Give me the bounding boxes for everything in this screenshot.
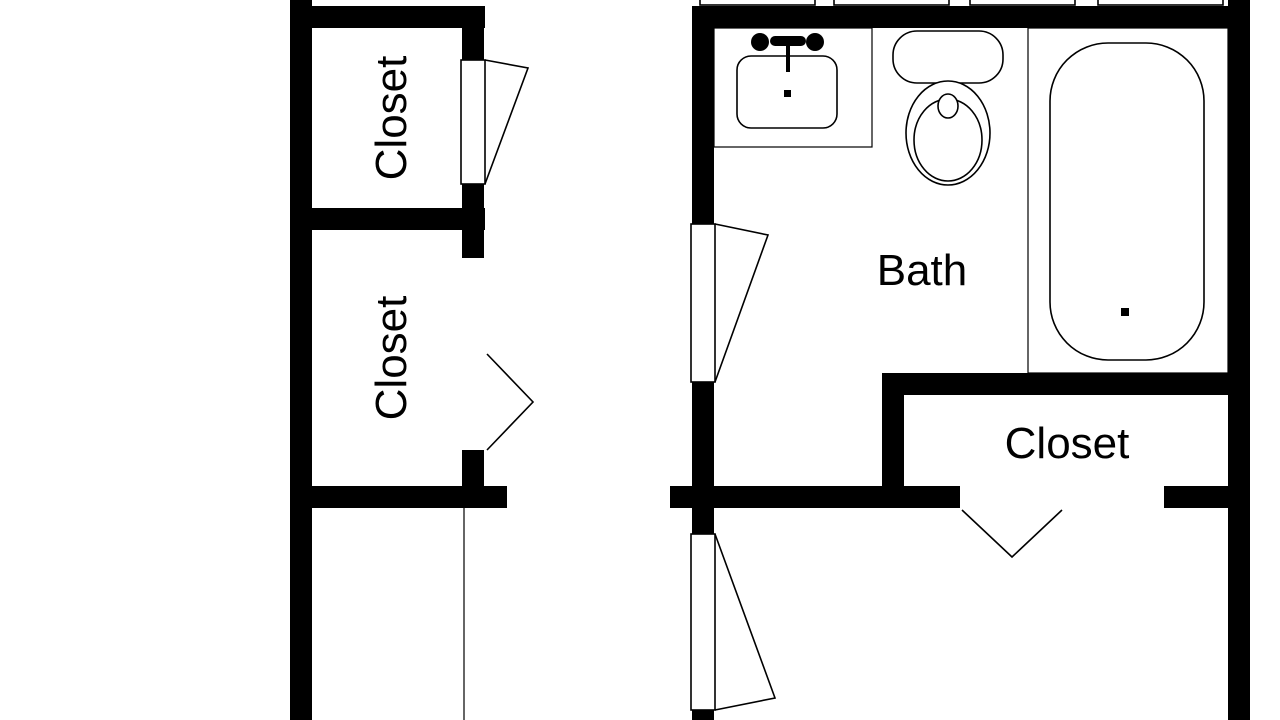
faucet-handle-left bbox=[751, 33, 769, 51]
wall-closet-stub-mid bbox=[462, 184, 484, 258]
wall-bath-left-lower bbox=[692, 710, 714, 720]
wall-bath-top bbox=[692, 6, 1250, 28]
bathtub bbox=[1027, 27, 1229, 374]
vanity-counter bbox=[713, 27, 873, 148]
wall-mid-right-segment bbox=[1164, 486, 1250, 508]
label-bath: Bath bbox=[877, 246, 968, 295]
door-bottom bbox=[690, 533, 777, 711]
toilet bbox=[892, 30, 1004, 186]
window-2 bbox=[833, 0, 950, 6]
faucet-handle-right bbox=[806, 33, 824, 51]
bath-walls bbox=[670, 0, 1250, 720]
wall-left-bottom bbox=[290, 486, 507, 508]
wall-mid-left-segment bbox=[670, 486, 960, 508]
tub-basin bbox=[1049, 42, 1205, 361]
wall-bath-left-upper bbox=[692, 6, 714, 224]
wall-closet-right-top bbox=[882, 373, 1250, 395]
door-swing bbox=[714, 533, 777, 711]
door-closet-right bbox=[961, 509, 1063, 559]
bifold-door bbox=[961, 509, 1063, 559]
wall-bath-right bbox=[1228, 0, 1250, 720]
door-closet-top bbox=[460, 59, 530, 185]
label-closet-mid-left: Closet bbox=[367, 296, 416, 421]
door-bath bbox=[690, 223, 770, 383]
faucet-body bbox=[770, 36, 806, 46]
tub-enclosure bbox=[1027, 27, 1229, 374]
label-closet-right: Closet bbox=[1005, 419, 1130, 468]
wall-closet-stub-upper bbox=[462, 6, 484, 60]
door-leaf bbox=[690, 223, 716, 383]
window-3 bbox=[969, 0, 1076, 6]
door-closet-mid bbox=[486, 353, 535, 451]
wall-closet-right-left bbox=[882, 373, 904, 508]
toilet-hole bbox=[937, 93, 959, 119]
wall-left-top bbox=[290, 6, 485, 28]
sink-drain bbox=[784, 90, 791, 97]
door-leaf bbox=[690, 533, 716, 711]
wall-bath-left-mid bbox=[692, 382, 714, 534]
label-closet-top-left: Closet bbox=[367, 56, 416, 181]
wall-left-outer bbox=[290, 0, 312, 720]
door-leaf bbox=[460, 59, 486, 185]
window-4 bbox=[1097, 0, 1224, 6]
tub-drain bbox=[1121, 308, 1129, 316]
top-windows bbox=[699, 0, 1224, 6]
sink bbox=[713, 27, 873, 148]
door-swing bbox=[484, 59, 530, 185]
toilet-tank bbox=[892, 30, 1004, 84]
left-closet-walls bbox=[290, 0, 507, 720]
wall-closet-divider bbox=[290, 208, 485, 230]
window-1 bbox=[699, 0, 816, 6]
door-swing bbox=[714, 223, 770, 383]
bifold-door bbox=[486, 353, 535, 451]
faucet-spout bbox=[786, 36, 790, 72]
